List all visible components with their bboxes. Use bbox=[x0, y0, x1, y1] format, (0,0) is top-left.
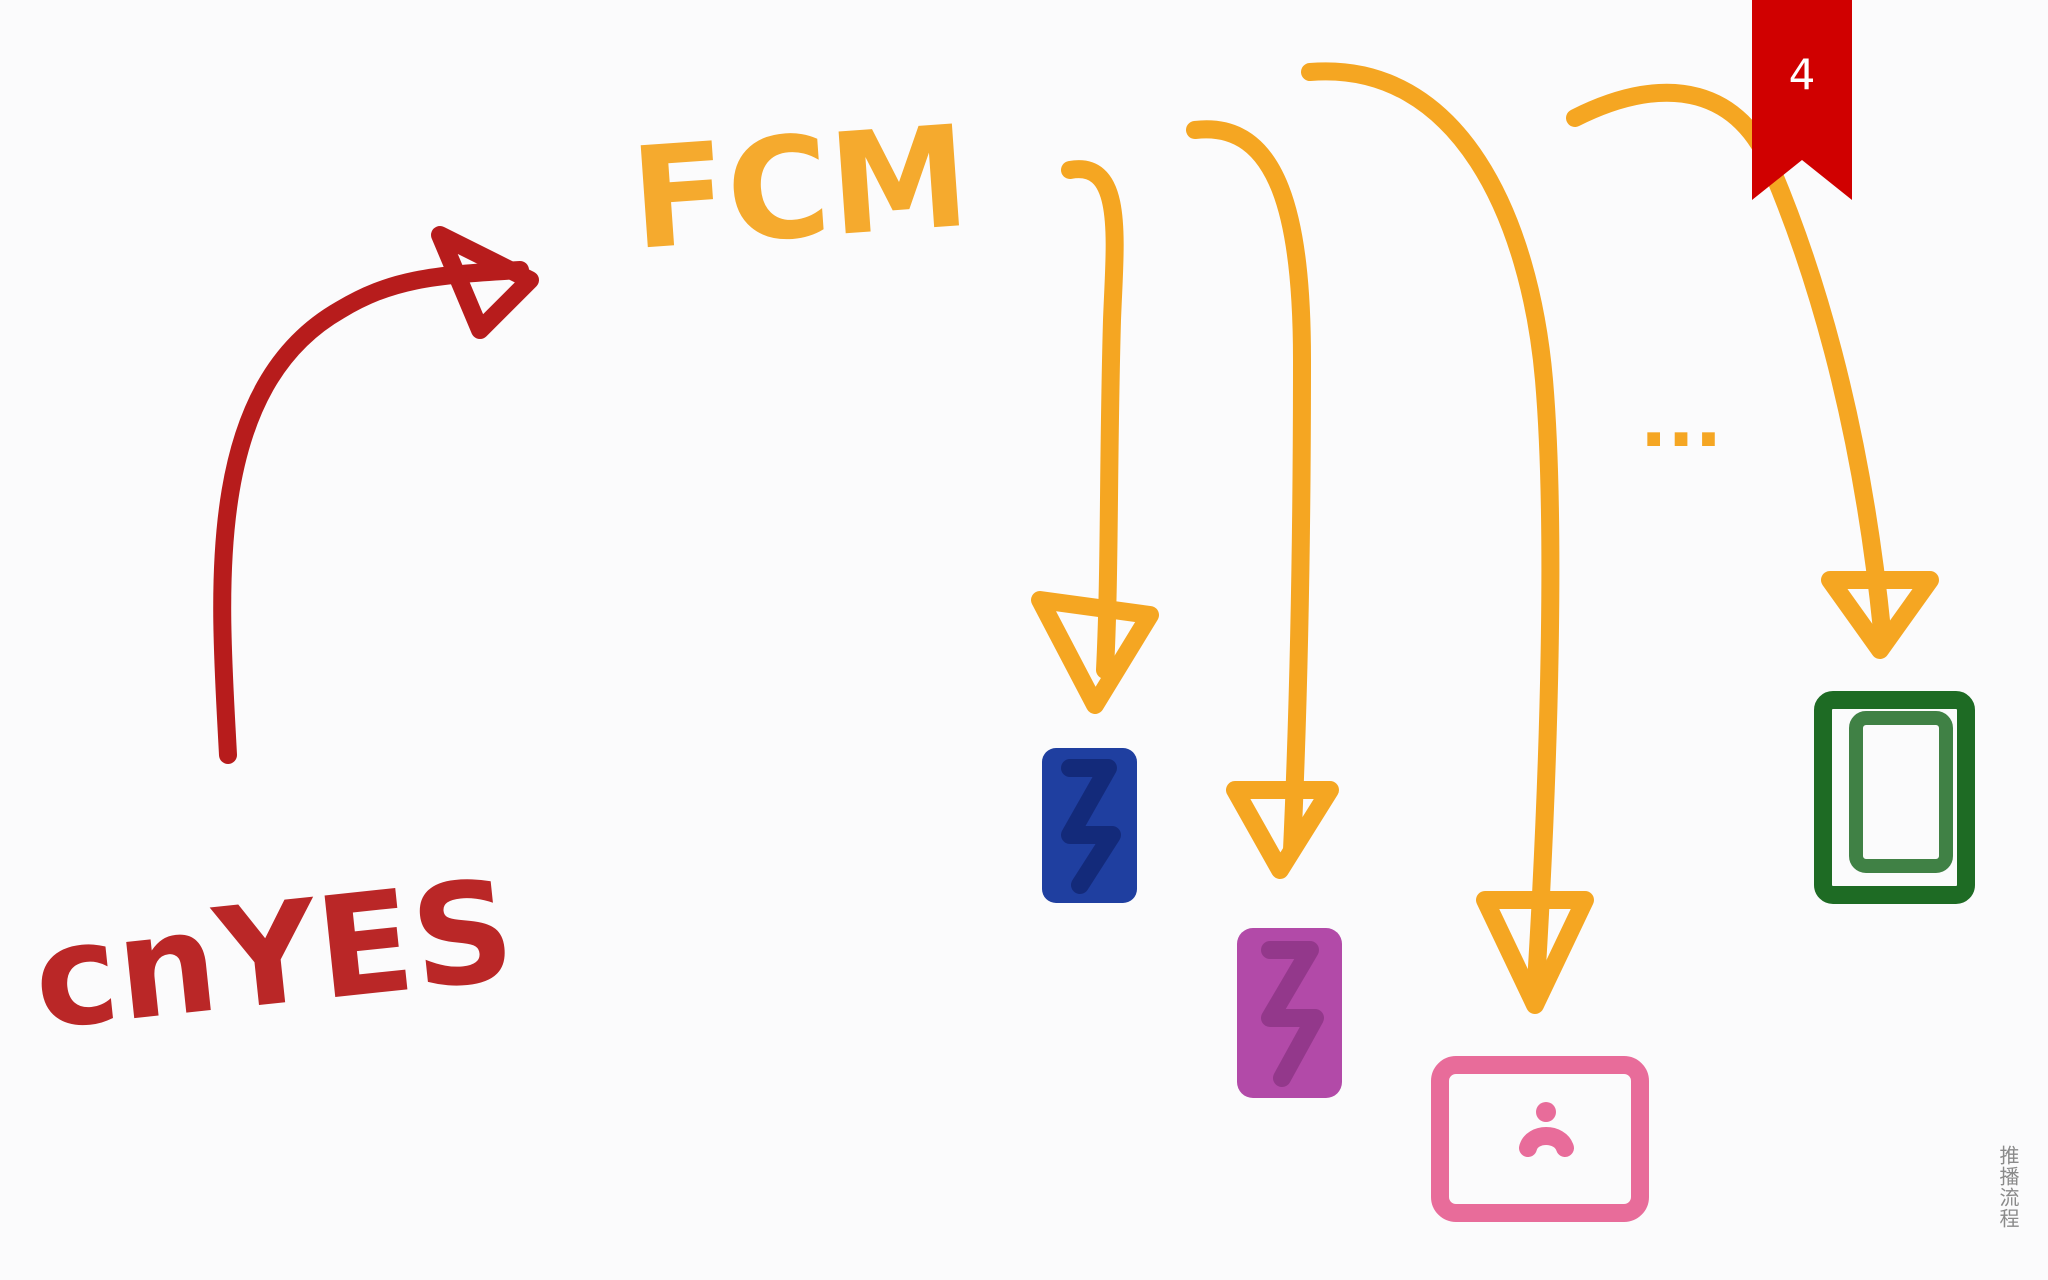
fcm-text: FCM bbox=[626, 96, 974, 282]
cnyes-label: cnYES bbox=[27, 849, 522, 1061]
orange-arrow-head-1 bbox=[1031, 591, 1159, 714]
ellipsis-dots: ... bbox=[1640, 379, 1722, 463]
orange-arrow-head-4 bbox=[1821, 571, 1939, 659]
purple-phone-icon bbox=[1237, 928, 1342, 1098]
page-ribbon-shape bbox=[1752, 0, 1852, 200]
orange-arrow-head-2 bbox=[1226, 781, 1339, 879]
orange-arrow-1 bbox=[1061, 160, 1124, 679]
ellipsis-label: ... bbox=[1640, 379, 1722, 463]
orange-arrow-3 bbox=[1301, 62, 1560, 1009]
cnyes-text: cnYES bbox=[27, 849, 522, 1061]
orange-arrow-2 bbox=[1186, 120, 1311, 859]
red-arrow-curve bbox=[213, 261, 529, 764]
fcm-label: FCM bbox=[626, 96, 974, 282]
device-icons bbox=[1042, 691, 1975, 1222]
orange-arrow-4 bbox=[1566, 83, 1891, 639]
green-tablet-icon bbox=[1814, 691, 1975, 904]
orange-arrow-head-3 bbox=[1476, 891, 1594, 1014]
page-ribbon bbox=[1752, 0, 1852, 200]
page-number: 4 bbox=[1788, 50, 1816, 99]
orange-arrows bbox=[1031, 62, 1939, 1014]
pink-laptop-icon bbox=[1431, 1056, 1649, 1222]
side-caption: 推播流程 bbox=[1996, 1145, 2020, 1229]
red-arrow bbox=[213, 226, 539, 764]
red-arrow-head bbox=[431, 226, 539, 339]
blue-phone-icon bbox=[1042, 748, 1137, 903]
